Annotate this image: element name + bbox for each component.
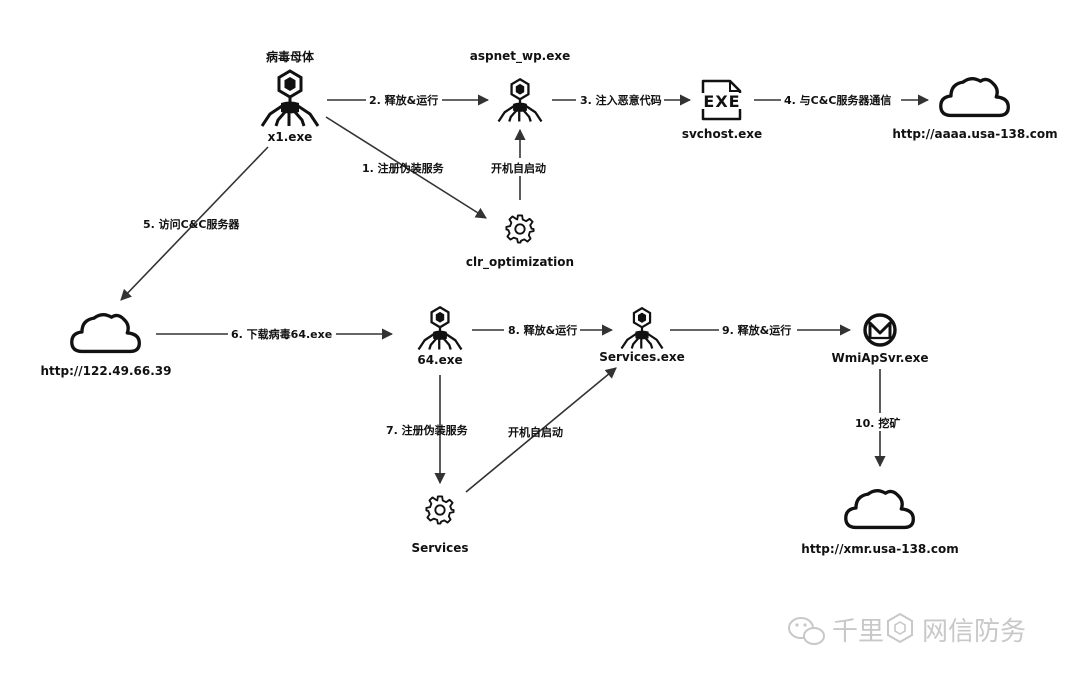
gear-icon	[425, 495, 455, 525]
watermark-text-start: 千里	[832, 617, 884, 647]
edge-label-4: 4. 与C&C服务器通信	[784, 93, 891, 107]
node-wmi: WmiApSvr.exe	[832, 313, 929, 365]
edge-1	[325, 116, 487, 219]
node-x1: 病毒母体 x1.exe	[260, 49, 320, 144]
node-services-exe: Services.exe	[599, 307, 685, 364]
watermark-text-end: 网信防务	[922, 617, 1026, 647]
node-clr: clr_optimization	[466, 214, 574, 270]
node-cc2: http://122.49.66.39	[41, 312, 172, 378]
svchost-label: svchost.exe	[682, 127, 762, 141]
virus-icon	[260, 69, 320, 128]
monero-icon	[863, 313, 897, 347]
virus-icon	[620, 307, 664, 350]
node-svchost: EXE svchost.exe	[682, 79, 762, 141]
wmi-label: WmiApSvr.exe	[832, 351, 929, 365]
x64-label: 64.exe	[417, 353, 462, 367]
cloud-icon	[70, 312, 142, 354]
virus-icon	[417, 306, 463, 351]
edge-label-6: 6. 下载病毒64.exe	[231, 327, 332, 341]
node-services: Services	[411, 495, 469, 555]
hexagon-logo-icon	[887, 612, 913, 644]
edge-label-8: 8. 释放&运行	[508, 323, 577, 337]
edge-label-1: 1. 注册伪装服务	[362, 161, 445, 175]
edge-label-autostart-1: 开机自启动	[491, 161, 546, 175]
node-64: 64.exe	[417, 306, 463, 367]
virus-icon	[497, 78, 543, 123]
cc3-label: http://xmr.usa-138.com	[801, 542, 958, 556]
edge-label-5: 5. 访问C&C服务器	[143, 217, 240, 231]
edge-label-7: 7. 注册伪装服务	[386, 423, 469, 437]
edge-label-autostart-2: 开机自启动	[508, 425, 563, 439]
watermark: 千里 网信防务	[788, 612, 1026, 647]
exe-file-icon: EXE	[700, 79, 744, 121]
node-cc3: http://xmr.usa-138.com	[801, 488, 959, 556]
cc2-label: http://122.49.66.39	[41, 364, 172, 378]
cc1-label: http://aaaa.usa-138.com	[892, 127, 1057, 141]
node-cc1: http://aaaa.usa-138.com	[892, 76, 1058, 141]
gear-icon	[505, 214, 535, 244]
svg-text:EXE: EXE	[703, 92, 740, 111]
edge-5	[120, 146, 269, 301]
node-aspnet: aspnet_wp.exe	[470, 49, 571, 123]
edge-autostart-2	[465, 367, 617, 493]
aspnet-label: aspnet_wp.exe	[470, 49, 571, 64]
cloud-icon	[939, 76, 1011, 118]
cloud-icon	[844, 488, 916, 530]
edge-label-3: 3. 注入恶意代码	[580, 93, 662, 107]
edge-label-9: 9. 释放&运行	[722, 323, 791, 337]
wechat-icon	[788, 617, 825, 645]
clr-label: clr_optimization	[466, 255, 574, 270]
edge-label-2: 2. 释放&运行	[369, 93, 438, 107]
services-exe-label: Services.exe	[599, 350, 685, 364]
services-label: Services	[411, 541, 468, 555]
edge-label-10: 10. 挖矿	[855, 416, 900, 430]
x1-title: 病毒母体	[266, 49, 315, 64]
x1-label: x1.exe	[268, 130, 313, 144]
